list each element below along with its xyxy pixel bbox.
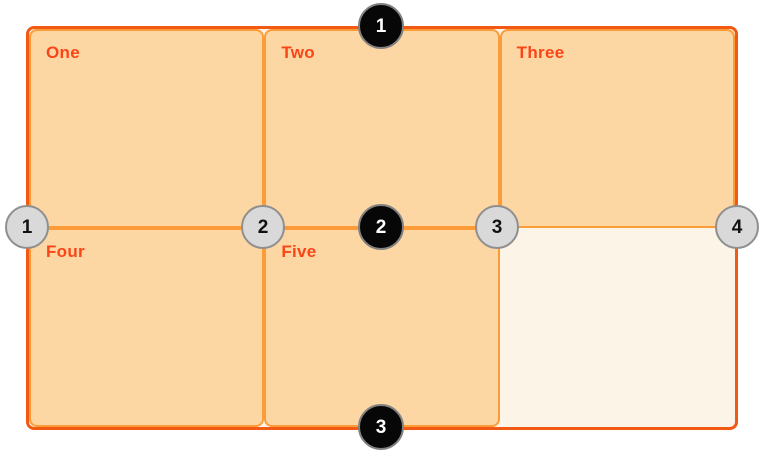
column-line-marker-1: 1 — [5, 205, 49, 249]
grid-cell-five: Five — [264, 228, 500, 427]
grid-cell-three: Three — [499, 29, 735, 228]
column-line-number: 3 — [491, 216, 503, 238]
row-line-marker-3: 3 — [358, 404, 404, 450]
column-line-marker-2: 2 — [241, 205, 285, 249]
column-line-number: 1 — [21, 216, 33, 238]
column-line-number: 4 — [731, 216, 743, 238]
cell-label: Two — [281, 43, 315, 62]
grid-container: One Two Three Four Five — [26, 26, 738, 430]
grid-cell-empty — [500, 228, 735, 427]
column-line-marker-3: 3 — [475, 205, 519, 249]
cell-label: Five — [281, 242, 317, 261]
row-line-marker-1: 1 — [358, 3, 404, 49]
row-line-number: 2 — [375, 216, 387, 238]
cell-label: Three — [516, 43, 565, 62]
column-line-marker-4: 4 — [715, 205, 759, 249]
grid-cell-two: Two — [264, 29, 500, 228]
grid-cell-four: Four — [29, 228, 265, 427]
grid-cell-one: One — [29, 29, 265, 228]
row-line-marker-2: 2 — [358, 204, 404, 250]
cell-label: Four — [46, 242, 85, 261]
cell-label: One — [46, 43, 80, 62]
row-line-number: 3 — [375, 416, 387, 438]
column-line-number: 2 — [257, 216, 269, 238]
row-line-number: 1 — [375, 15, 387, 37]
